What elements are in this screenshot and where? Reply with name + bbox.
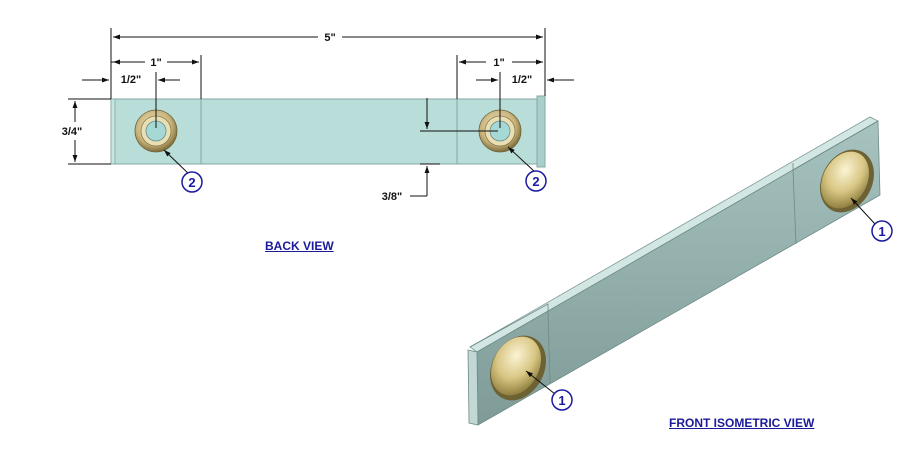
dim-left-hole-offset-label: 1/2" xyxy=(121,74,142,86)
dim-right-hole-offset xyxy=(476,72,574,128)
dim-right-hole-offset-label: 1/2" xyxy=(512,74,533,86)
dim-height xyxy=(68,98,111,165)
strap-left-edge-lip xyxy=(110,98,116,165)
iso-button-left xyxy=(490,335,546,401)
back-view: 5" 1" 1/2" 1" 1/2" xyxy=(58,28,574,203)
iso-tab-right xyxy=(792,120,879,171)
dim-hole-center-height-label: 3/8" xyxy=(382,191,403,203)
svg-text:1: 1 xyxy=(558,393,565,408)
dim-height-label: 3/4" xyxy=(62,126,83,138)
svg-text:2: 2 xyxy=(188,175,195,190)
balloon-back-left: 2 xyxy=(163,149,203,193)
front-isometric-view-title: FRONT ISOMETRIC VIEW xyxy=(669,416,815,430)
iso-tab-left xyxy=(469,303,549,348)
svg-text:2: 2 xyxy=(532,174,539,189)
svg-text:1: 1 xyxy=(878,224,885,239)
dim-right-hole-span-label: 1" xyxy=(493,57,504,69)
dim-overall-length-label: 5" xyxy=(324,32,335,44)
dim-overall-length xyxy=(110,28,546,99)
left-stud xyxy=(134,109,178,153)
dim-right-hole-span xyxy=(456,55,543,99)
front-isometric-view: 1 1 xyxy=(467,116,893,426)
back-view-title: BACK VIEW xyxy=(265,239,334,253)
iso-fold-line-right xyxy=(792,169,797,245)
dim-hole-center-height xyxy=(410,98,498,197)
iso-strap-left-end xyxy=(467,349,479,426)
right-stud xyxy=(478,109,522,153)
dim-left-hole-span-label: 1" xyxy=(150,57,161,69)
balloon-iso-right: 1 xyxy=(850,197,893,242)
balloon-iso-left: 1 xyxy=(525,370,573,411)
strap-right-edge-lip xyxy=(536,95,546,168)
iso-fold-line-left xyxy=(547,310,551,385)
dim-left-hole-offset xyxy=(82,72,180,128)
balloon-back-right: 2 xyxy=(507,146,547,192)
iso-button-right xyxy=(820,149,874,213)
